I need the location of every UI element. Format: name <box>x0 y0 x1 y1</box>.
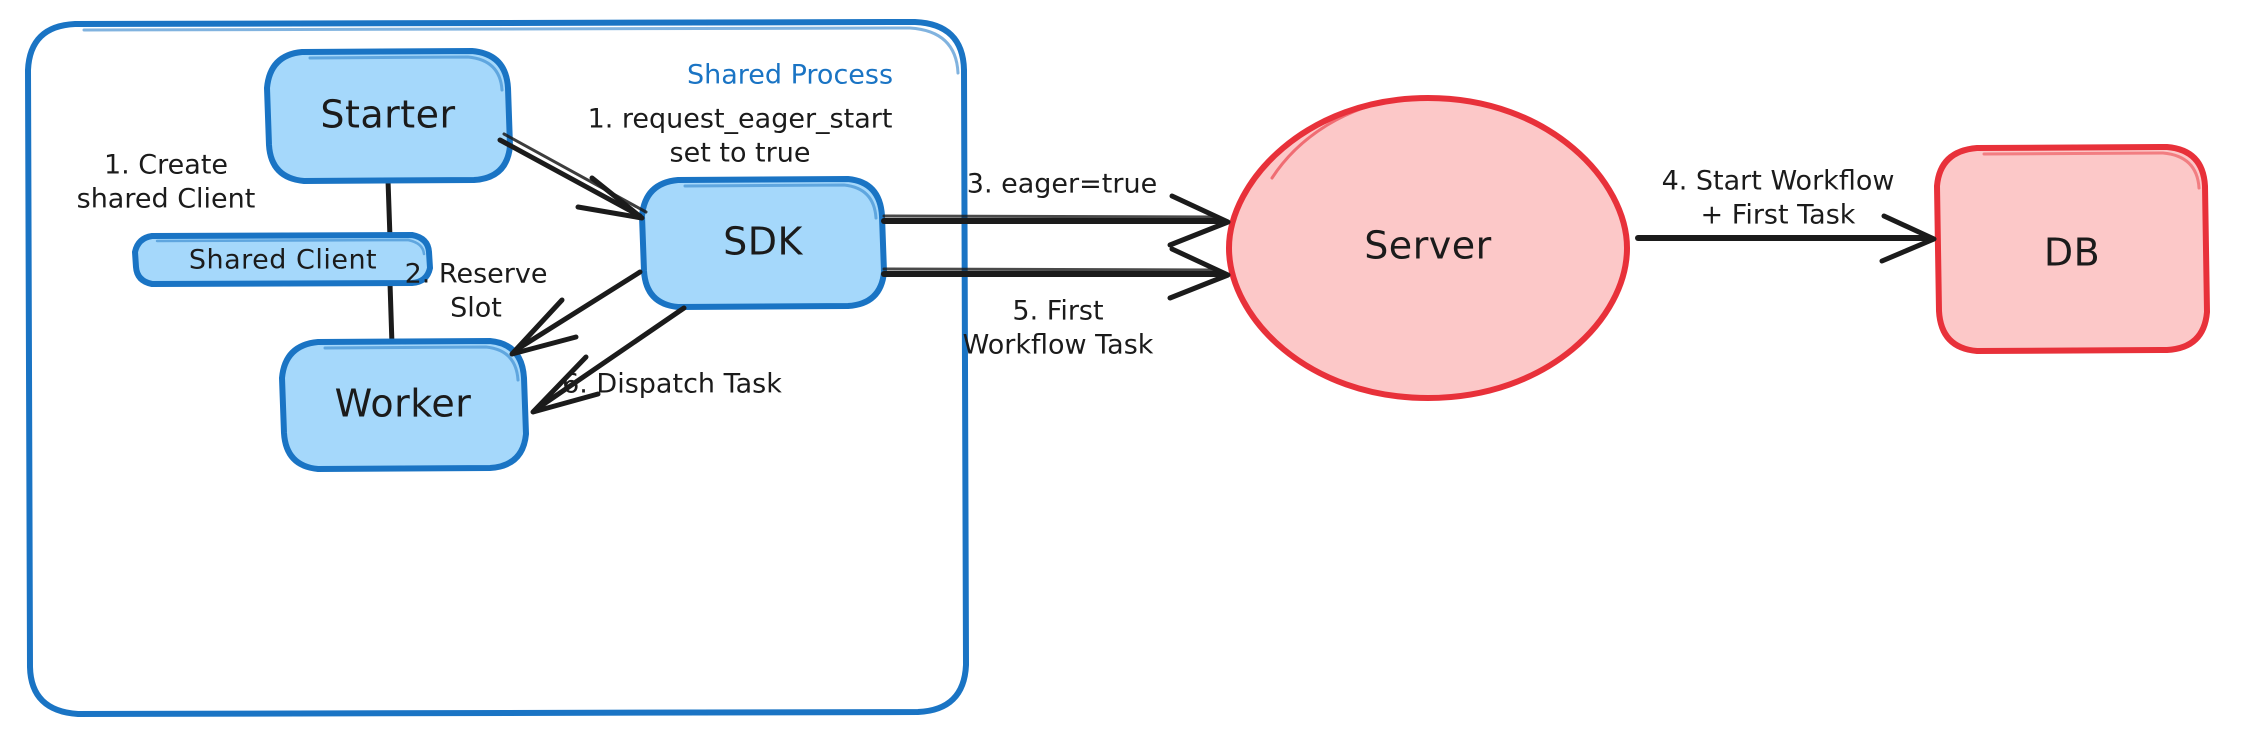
starter-fill <box>267 51 510 181</box>
server-label: Server <box>1364 224 1492 268</box>
server-border-sketch <box>1270 98 1402 180</box>
worker-border <box>279 338 529 472</box>
edge-label-create-client-line2: shared Client <box>77 184 256 215</box>
edge-create-shared-client: 1. Create shared Client <box>77 150 395 348</box>
edge-label-4-line1: 4. Start Workflow <box>1662 166 1895 197</box>
edge-1-line <box>497 137 643 219</box>
edge-1-request-eager-start: 1. request_eager_start set to true <box>497 104 893 221</box>
edge-label-5-line1: 5. First <box>1012 296 1103 327</box>
edge-5-line-sketch <box>882 267 1218 272</box>
edge-3-arrowhead <box>1167 193 1231 248</box>
db-border <box>1934 144 2210 354</box>
edge-5-first-workflow-task: 5. First Workflow Task <box>881 246 1231 361</box>
edge-label-3: 3. eager=true <box>967 169 1157 200</box>
node-worker[interactable]: Worker <box>279 338 529 472</box>
shared-client-border-sketch <box>155 238 426 256</box>
edge-label-6: 6. Dispatch Task <box>562 369 782 400</box>
shared-process-border-sketch <box>82 26 960 75</box>
sdk-border <box>639 176 887 310</box>
edge-label-5-line2: Workflow Task <box>963 330 1154 361</box>
worker-fill <box>282 341 526 469</box>
edge-1-arrowhead <box>575 175 645 221</box>
starter-border <box>264 48 513 184</box>
shared-process-label: Shared Process <box>687 60 893 91</box>
shared-process-border <box>25 19 969 717</box>
worker-label: Worker <box>335 382 472 426</box>
edge-6-arrowhead <box>530 354 601 415</box>
edge-label-1-line2: set to true <box>670 138 811 169</box>
db-label: DB <box>2044 231 2100 275</box>
edge-5-arrowhead <box>1167 246 1231 301</box>
shared-client-border <box>132 232 433 287</box>
sdk-fill <box>642 179 884 307</box>
node-starter[interactable]: Starter <box>264 48 513 184</box>
shared-client-fill <box>135 235 430 284</box>
node-server[interactable]: Server <box>1225 94 1631 402</box>
edge-2-line <box>513 269 643 353</box>
shared-client-label: Shared Client <box>189 245 377 276</box>
db-border-sketch <box>1982 151 2201 190</box>
edge-label-1-line1: 1. request_eager_start <box>588 104 893 135</box>
sdk-border-sketch <box>683 183 878 220</box>
server-border <box>1225 94 1631 402</box>
edge-3-line-sketch <box>882 214 1218 219</box>
sdk-label: SDK <box>723 220 803 264</box>
server-fill <box>1229 98 1627 398</box>
edge-6-dispatch-task: 6. Dispatch Task <box>530 305 782 415</box>
node-sdk[interactable]: SDK <box>639 176 887 310</box>
edge-2-arrowhead <box>509 297 579 357</box>
connector-client-worker-lower <box>387 280 395 348</box>
edge-2-reserve-slot: 2. Reserve Slot <box>405 259 643 357</box>
starter-label: Starter <box>320 93 455 137</box>
edge-4-arrowhead <box>1879 213 1937 264</box>
db-fill <box>1937 147 2207 351</box>
connector-starter-client-upper <box>385 177 393 241</box>
edge-label-2-line2: Slot <box>450 293 502 324</box>
edge-3-eager-true: 3. eager=true <box>881 169 1231 248</box>
edge-label-2-line1: 2. Reserve <box>405 259 548 290</box>
edge-6-line <box>535 305 687 411</box>
group-shared-process[interactable]: Shared Process <box>25 19 969 717</box>
node-shared-client[interactable]: Shared Client <box>132 232 433 287</box>
worker-border-sketch <box>323 345 520 382</box>
edge-1-line-sketch <box>502 132 648 214</box>
edge-label-create-client-line1: 1. Create <box>104 150 228 181</box>
edge-4-start-workflow: 4. Start Workflow + First Task <box>1635 166 1937 264</box>
edge-label-4-line2: + First Task <box>1701 200 1856 231</box>
starter-border-sketch <box>308 55 504 92</box>
node-db[interactable]: DB <box>1934 144 2210 354</box>
